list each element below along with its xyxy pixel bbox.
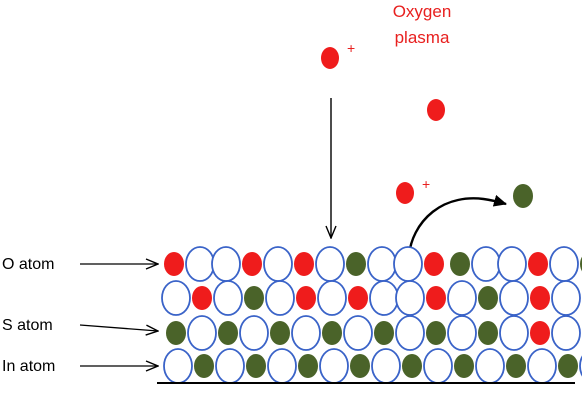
sulfur-atom	[298, 354, 318, 378]
indium-atom	[263, 246, 293, 282]
sulfur-atom	[166, 321, 186, 345]
oxygen-atom	[242, 252, 262, 276]
indium-atom	[447, 315, 477, 351]
indium-atom	[475, 348, 505, 384]
indium-atom	[369, 280, 399, 316]
oxygen-atom	[294, 252, 314, 276]
sulfur-atom	[246, 354, 266, 378]
indium-atom	[549, 246, 579, 282]
indium-atom	[393, 246, 423, 282]
indium-atom	[423, 348, 453, 384]
oxygen-ion-dot	[396, 182, 414, 204]
oxygen-atom	[192, 286, 212, 310]
sulfur-atom	[350, 354, 370, 378]
sulfur-atom	[450, 252, 470, 276]
indium-atom	[317, 280, 347, 316]
oxygen-atom	[296, 286, 316, 310]
sulfur-atom	[478, 286, 498, 310]
indium-atom	[163, 348, 193, 384]
indium-atom	[499, 315, 529, 351]
indium-atom	[187, 315, 217, 351]
indium-atom	[551, 315, 581, 351]
oxygen-atom	[530, 321, 550, 345]
indium-atom	[499, 280, 529, 316]
oxygen-ion-1: +	[321, 40, 355, 69]
sulfur-atom	[218, 321, 238, 345]
title-line-2: plasma	[395, 28, 450, 47]
ion-charge-label: +	[347, 40, 355, 56]
sulfur-atom	[322, 321, 342, 345]
sulfur-atom	[426, 321, 446, 345]
sulfur-atom	[454, 354, 474, 378]
indium-atom	[497, 246, 527, 282]
oxygen-atom	[530, 286, 550, 310]
sulfur-atom	[194, 354, 214, 378]
indium-atom	[161, 280, 191, 316]
oxygen-atom	[528, 252, 548, 276]
sulfur-atom	[506, 354, 526, 378]
indium-atom	[367, 246, 397, 282]
s-atom-pointer-arrow	[79, 324, 158, 331]
indium-atom	[239, 315, 269, 351]
oxygen-atom	[424, 252, 444, 276]
oxygen-atom	[426, 286, 446, 310]
indium-atom	[211, 246, 241, 282]
indium-atom	[551, 280, 581, 316]
sulfur-atom	[270, 321, 290, 345]
crystal-lattice	[161, 246, 582, 384]
sulfur-atom	[346, 252, 366, 276]
indium-atom	[527, 348, 557, 384]
sulfur-atom	[402, 354, 422, 378]
oxygen-ion-dot	[321, 47, 339, 69]
indium-atom	[395, 315, 425, 351]
indium-atom	[185, 246, 215, 282]
indium-atom	[395, 280, 425, 316]
oxygen-atom	[348, 286, 368, 310]
indium-atom	[371, 348, 401, 384]
sulfur-atom	[558, 354, 578, 378]
o-atom-label: O atom	[2, 256, 54, 273]
indium-atom	[343, 315, 373, 351]
in-atom-label: In atom	[2, 358, 55, 375]
oxygen-ion-2: +	[396, 176, 430, 204]
indium-atom	[291, 315, 321, 351]
title-line-1: Oxygen	[393, 2, 452, 21]
sulfur-atom	[478, 321, 498, 345]
indium-atom	[265, 280, 295, 316]
sulfur-atom	[374, 321, 394, 345]
indium-atom	[315, 246, 345, 282]
oxygen-atom-free	[427, 99, 445, 121]
indium-atom	[267, 348, 297, 384]
indium-atom	[319, 348, 349, 384]
indium-atom	[215, 348, 245, 384]
ion-charge-label: +	[422, 176, 430, 192]
ejected-sulfur-atom	[513, 184, 533, 208]
indium-atom	[471, 246, 501, 282]
sulfur-atom	[244, 286, 264, 310]
indium-atom	[213, 280, 243, 316]
oxygen-atom	[164, 252, 184, 276]
s-atom-label: S atom	[2, 317, 53, 334]
indium-atom	[447, 280, 477, 316]
